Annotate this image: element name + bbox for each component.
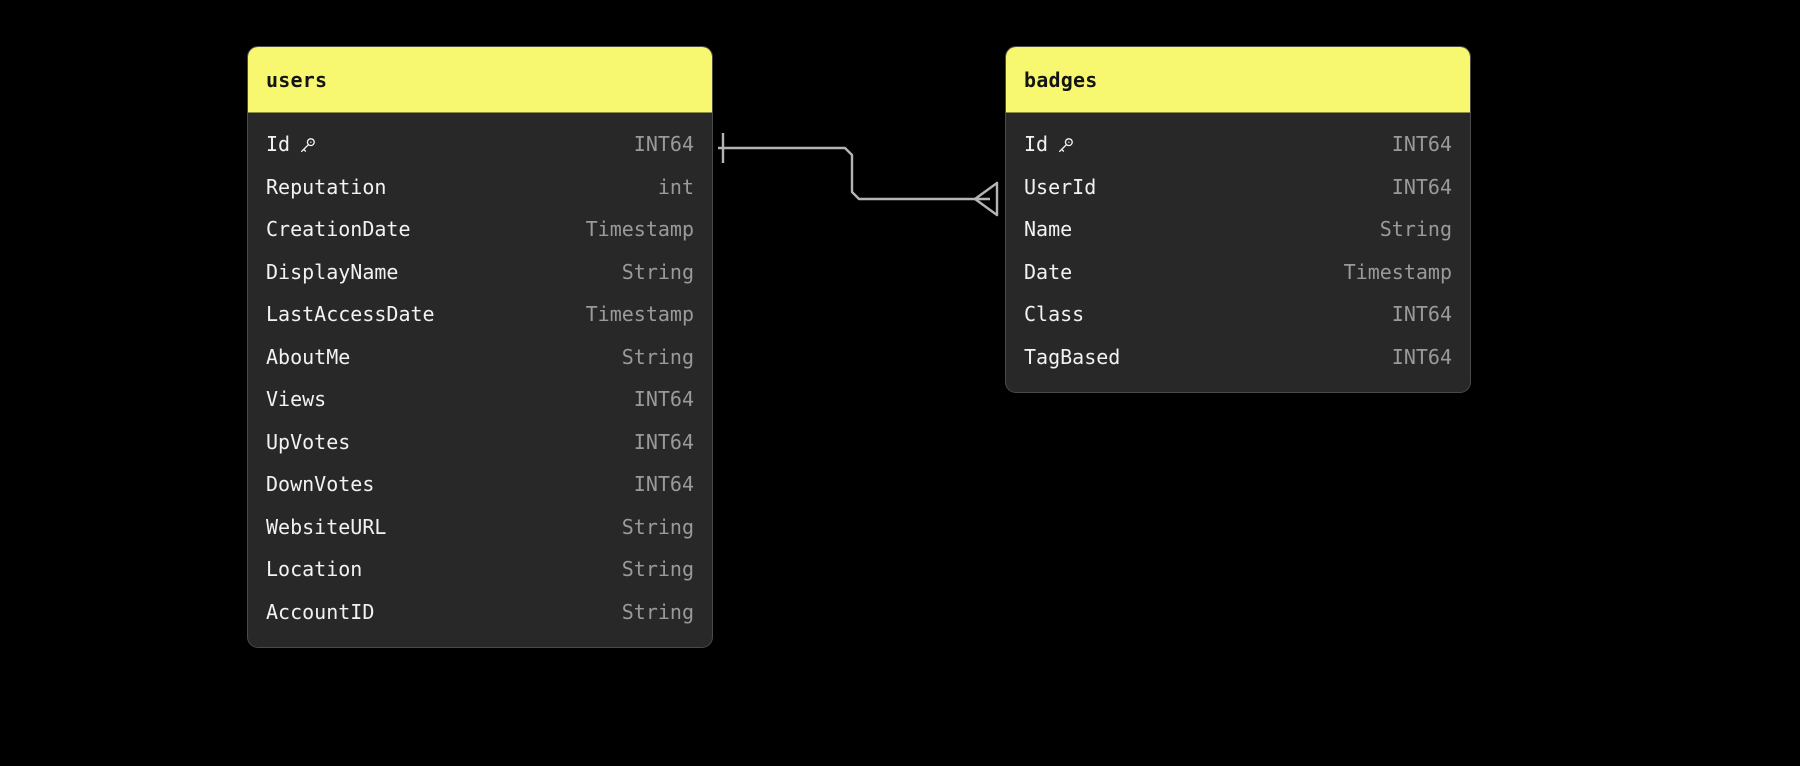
column-name: AboutMe bbox=[266, 344, 351, 369]
column-row-badges-tagbased[interactable]: TagBased INT64 bbox=[1006, 336, 1470, 379]
column-name: UserId bbox=[1024, 174, 1097, 199]
column-name-wrap: WebsiteURL bbox=[266, 515, 386, 539]
column-name: Views bbox=[266, 387, 327, 412]
column-type: Timestamp bbox=[1343, 259, 1452, 284]
column-name: UpVotes bbox=[266, 429, 351, 454]
column-name-wrap: Id bbox=[266, 132, 317, 156]
table-title-badges: badges bbox=[1024, 67, 1098, 92]
column-type: int bbox=[657, 174, 694, 199]
table-header-badges[interactable]: badges bbox=[1006, 47, 1470, 113]
column-type: String bbox=[621, 344, 694, 369]
column-name: LastAccessDate bbox=[266, 302, 435, 327]
column-type: INT64 bbox=[1391, 132, 1452, 157]
column-row-users-id[interactable]: Id INT64 bbox=[248, 123, 712, 166]
column-name-wrap: Location bbox=[266, 557, 362, 581]
column-name: TagBased bbox=[1024, 344, 1121, 369]
column-name: Date bbox=[1024, 259, 1073, 284]
column-row-users-websiteurl[interactable]: WebsiteURL String bbox=[248, 506, 712, 549]
column-type: String bbox=[621, 557, 694, 582]
column-name-wrap: UpVotes bbox=[266, 430, 350, 454]
relationship-users-to-badges[interactable] bbox=[718, 133, 999, 217]
column-row-users-lastaccessdate[interactable]: LastAccessDate Timestamp bbox=[248, 293, 712, 336]
table-header-users[interactable]: users bbox=[248, 47, 712, 113]
column-name: DisplayName bbox=[266, 259, 399, 284]
column-type: Timestamp bbox=[585, 302, 694, 327]
column-name-wrap: Name bbox=[1024, 217, 1072, 241]
column-name: DownVotes bbox=[266, 472, 375, 497]
column-type: INT64 bbox=[633, 132, 694, 157]
column-row-users-downvotes[interactable]: DownVotes INT64 bbox=[248, 463, 712, 506]
column-row-badges-id[interactable]: Id INT64 bbox=[1006, 123, 1470, 166]
column-name: Id bbox=[266, 132, 291, 157]
column-row-users-aboutme[interactable]: AboutMe String bbox=[248, 336, 712, 379]
column-type: INT64 bbox=[633, 387, 694, 412]
column-name-wrap: LastAccessDate bbox=[266, 302, 435, 326]
column-type: INT64 bbox=[1391, 302, 1452, 327]
column-type: String bbox=[621, 599, 694, 624]
column-row-badges-name[interactable]: Name String bbox=[1006, 208, 1470, 251]
column-type: INT64 bbox=[633, 472, 694, 497]
column-type: String bbox=[1379, 217, 1452, 242]
column-name-wrap: Views bbox=[266, 387, 326, 411]
column-name-wrap: UserId bbox=[1024, 175, 1096, 199]
column-row-users-creationdate[interactable]: CreationDate Timestamp bbox=[248, 208, 712, 251]
column-name: CreationDate bbox=[266, 217, 411, 242]
relationship-line bbox=[718, 146, 990, 201]
column-name-wrap: Id bbox=[1024, 132, 1075, 156]
column-name: Id bbox=[1024, 132, 1049, 157]
column-row-badges-class[interactable]: Class INT64 bbox=[1006, 293, 1470, 336]
column-type: INT64 bbox=[1391, 174, 1452, 199]
column-type: String bbox=[621, 514, 694, 539]
column-row-users-upvotes[interactable]: UpVotes INT64 bbox=[248, 421, 712, 464]
column-row-users-displayname[interactable]: DisplayName String bbox=[248, 251, 712, 294]
column-row-users-accountid[interactable]: AccountID String bbox=[248, 591, 712, 634]
column-name: Location bbox=[266, 557, 363, 582]
column-name: Class bbox=[1024, 302, 1085, 327]
column-name: Name bbox=[1024, 217, 1073, 242]
column-name-wrap: DisplayName bbox=[266, 260, 398, 284]
column-name-wrap: DownVotes bbox=[266, 472, 374, 496]
column-name-wrap: CreationDate bbox=[266, 217, 411, 241]
column-row-badges-date[interactable]: Date Timestamp bbox=[1006, 251, 1470, 294]
table-title-users: users bbox=[266, 67, 328, 92]
column-name: WebsiteURL bbox=[266, 514, 387, 539]
column-name-wrap: TagBased bbox=[1024, 345, 1120, 369]
column-name-wrap: Date bbox=[1024, 260, 1072, 284]
column-name: AccountID bbox=[266, 599, 375, 624]
column-name-wrap: Reputation bbox=[266, 175, 386, 199]
column-name-wrap: AccountID bbox=[266, 600, 374, 624]
column-row-badges-userid[interactable]: UserId INT64 bbox=[1006, 166, 1470, 209]
column-type: INT64 bbox=[1391, 344, 1452, 369]
column-type: Timestamp bbox=[585, 217, 694, 242]
column-type: INT64 bbox=[633, 429, 694, 454]
column-row-users-location[interactable]: Location String bbox=[248, 548, 712, 591]
column-name-wrap: Class bbox=[1024, 302, 1084, 326]
crows-foot-marker bbox=[973, 181, 999, 217]
column-name: Reputation bbox=[266, 174, 387, 199]
key-icon bbox=[298, 136, 317, 155]
column-row-users-views[interactable]: Views INT64 bbox=[248, 378, 712, 421]
column-type: String bbox=[621, 259, 694, 284]
key-icon bbox=[1056, 136, 1075, 155]
column-row-users-reputation[interactable]: Reputation int bbox=[248, 166, 712, 209]
column-name-wrap: AboutMe bbox=[266, 345, 350, 369]
